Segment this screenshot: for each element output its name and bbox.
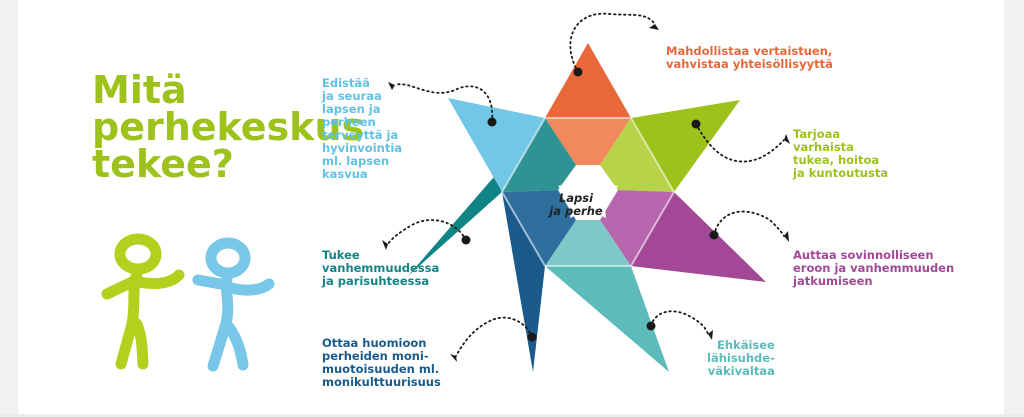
connector-purple (713, 210, 785, 237)
light-blue-figure-icon (192, 237, 275, 372)
right-edge-band (1004, 0, 1024, 417)
connector-green (695, 123, 785, 163)
star-point-orange (545, 43, 631, 118)
star-point-light-teal (545, 266, 669, 372)
inner-segment-teal (502, 118, 576, 192)
star-point-purple (631, 192, 766, 282)
connector-orange (569, 12, 656, 73)
connector-navy (455, 316, 533, 357)
inner-segment-orange (545, 118, 631, 165)
connector-blue (394, 83, 494, 123)
center-star (558, 165, 618, 218)
star-segment-lines (500, 117, 676, 267)
star-point-green (631, 100, 740, 192)
connector-teal (387, 219, 467, 245)
inner-segment-purple (600, 190, 674, 266)
connector-lines (387, 12, 785, 357)
bottom-edge-band (0, 414, 1024, 417)
inner-segment-navy (502, 190, 576, 266)
connector-arrowheads (382, 24, 790, 362)
inner-segment-green (600, 118, 674, 192)
connector-light-teal (650, 310, 709, 335)
star-point-navy (502, 192, 545, 372)
star-point-light-blue (448, 98, 545, 192)
people-figures-illustration (101, 233, 275, 372)
lime-figure-icon (101, 233, 185, 370)
inner-segment-light-teal (545, 220, 631, 266)
left-edge-band (0, 0, 18, 417)
connector-dots (461, 67, 719, 342)
label-peer-support: Mahdollistaa vertaistuen,vahvistaa yhtei… (666, 44, 833, 71)
